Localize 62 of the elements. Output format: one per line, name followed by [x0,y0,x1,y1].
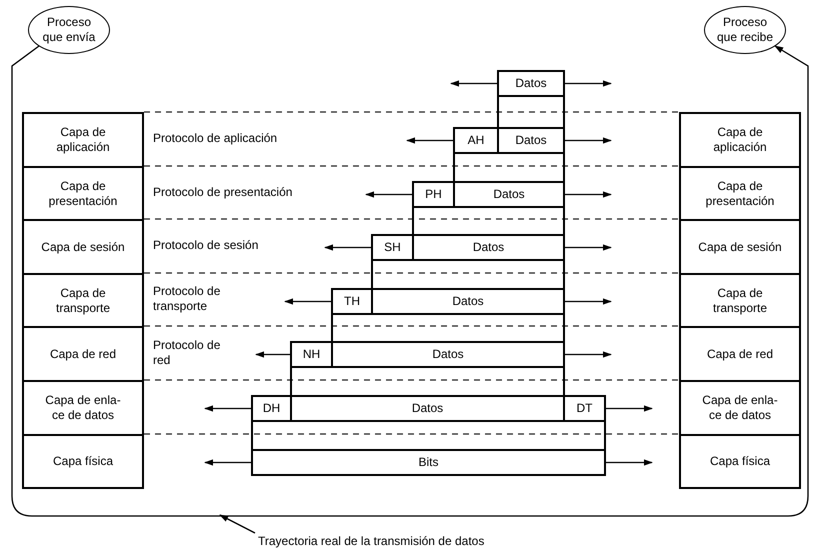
layer-box: Capa de red [22,326,144,382]
arrow [365,191,412,198]
leader-line [219,514,256,534]
layer-box: Capa de presentación [22,166,144,221]
encapsulation-band [371,261,565,288]
arrow [565,137,612,144]
bits-field: Bits [251,449,606,476]
layer-box: Capa de transporte [22,273,144,328]
trailer-field: DT [563,395,606,422]
header-field: TH [331,288,373,315]
encapsulation-band [497,97,565,127]
arrow [450,80,497,87]
layer-box: Capa de enla- ce de datos [22,380,144,436]
encapsulation-band [331,315,565,341]
layer-box: Capa de transporte [679,273,801,328]
arrow [606,405,653,412]
arrow [406,137,453,144]
arrow [565,298,612,305]
header-field: DH [251,395,292,422]
layer-box: Capa física [22,434,144,489]
protocol-label: Protocolo de transporte [153,284,222,314]
layer-box: Capa de aplicación [22,112,144,168]
arrow [324,244,371,251]
encapsulation-band [290,368,565,395]
layer-box: Capa de sesión [679,219,801,275]
layer-box: Capa de presentación [679,166,801,221]
encapsulation-band [453,154,565,181]
caption-text: Trayectoria real de la transmisión de datos [258,532,518,550]
data-field: Datos [371,288,565,315]
protocol-label: Protocolo de presentación [153,185,294,200]
arrow [565,244,612,251]
arrow [255,351,290,358]
layer-box: Capa de red [679,326,801,382]
header-field: PH [412,181,455,208]
layer-box: Capa física [679,434,801,489]
protocol-label: Protocolo de red [153,338,222,368]
protocol-label: Protocolo de aplicación [153,131,278,146]
data-field: Datos [497,70,565,97]
data-field: Datos [453,181,565,208]
header-field: SH [371,234,414,261]
data-field: Datos [497,127,565,154]
data-field: Datos [331,341,565,368]
header-field: AH [453,127,499,154]
process-ellipse: Proceso que recibe [704,6,786,54]
arrow [204,459,251,466]
layer-box: Capa de sesión [22,219,144,275]
protocol-label: Protocolo de sesión [153,238,260,253]
arrow [565,351,612,358]
layer-box: Capa de enla- ce de datos [679,380,801,436]
transmission-path [11,45,809,517]
process-ellipse: Proceso que envía [28,6,110,54]
arrow [565,191,612,198]
data-field: Datos [290,395,565,422]
arrow [204,405,251,412]
layer-box: Capa de aplicación [679,112,801,168]
data-field: Datos [412,234,565,261]
encapsulation-band [412,208,565,234]
arrow [606,459,653,466]
encapsulation-band [251,422,606,449]
header-field: NH [290,341,333,368]
arrow [284,298,331,305]
arrow [565,80,612,87]
